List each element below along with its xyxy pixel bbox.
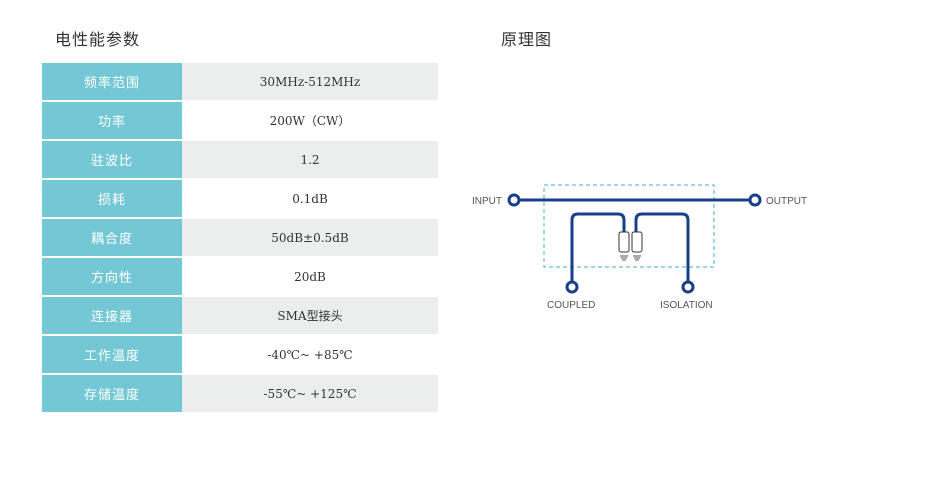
spec-value: SMA型接头 [182, 297, 438, 334]
spec-row-storage-temp: 存储温度 -55℃~ +125℃ [42, 375, 438, 412]
spec-value: -55℃~ +125℃ [182, 375, 438, 412]
specs-title: 电性能参数 [55, 30, 141, 49]
spec-row-directivity: 方向性 20dB [42, 258, 438, 295]
input-port-icon [507, 193, 521, 207]
spec-value: 1.2 [182, 141, 438, 178]
spec-value: 20dB [182, 258, 438, 295]
spec-value: -40℃~ +85℃ [182, 336, 438, 373]
spec-label: 连接器 [42, 297, 182, 334]
spec-label: 损耗 [42, 180, 182, 217]
spec-row-power: 功率 200W（CW） [42, 102, 438, 139]
spec-table: 频率范围 30MHz-512MHz 功率 200W（CW） 驻波比 1.2 损耗… [42, 63, 438, 414]
spec-value: 30MHz-512MHz [182, 63, 438, 100]
spec-value: 0.1dB [182, 180, 438, 217]
coupled-label: COUPLED [547, 300, 595, 311]
coupled-port-icon [565, 280, 579, 294]
spec-row-vswr: 驻波比 1.2 [42, 141, 438, 178]
spec-row-operating-temp: 工作温度 -40℃~ +85℃ [42, 336, 438, 373]
output-port-icon [748, 193, 762, 207]
spec-row-coupling: 耦合度 50dB±0.5dB [42, 219, 438, 256]
spec-row-loss: 损耗 0.1dB [42, 180, 438, 217]
coupler-boundary [543, 184, 715, 268]
ground-icon [620, 255, 628, 261]
spec-value: 50dB±0.5dB [182, 219, 438, 256]
spec-label: 耦合度 [42, 219, 182, 256]
spec-row-connector: 连接器 SMA型接头 [42, 297, 438, 334]
spec-label: 存储温度 [42, 375, 182, 412]
spec-row-frequency: 频率范围 30MHz-512MHz [42, 63, 438, 100]
schematic-diagram: INPUT OUTPUT COUPLED ISOLATION [472, 184, 807, 311]
resistor-icon [631, 231, 643, 253]
isolation-port-icon [681, 280, 695, 294]
diagram-title: 原理图 [501, 30, 553, 49]
spec-label: 方向性 [42, 258, 182, 295]
isolation-line [634, 212, 690, 282]
resistor-icon [618, 231, 630, 253]
coupled-line [570, 212, 626, 282]
spec-label: 工作温度 [42, 336, 182, 373]
spec-label: 频率范围 [42, 63, 182, 100]
input-label: INPUT [472, 196, 502, 207]
spec-value: 200W（CW） [182, 102, 438, 139]
isolation-label: ISOLATION [660, 300, 713, 311]
ground-icon [633, 255, 641, 261]
spec-label: 驻波比 [42, 141, 182, 178]
spec-label: 功率 [42, 102, 182, 139]
output-label: OUTPUT [766, 196, 807, 207]
